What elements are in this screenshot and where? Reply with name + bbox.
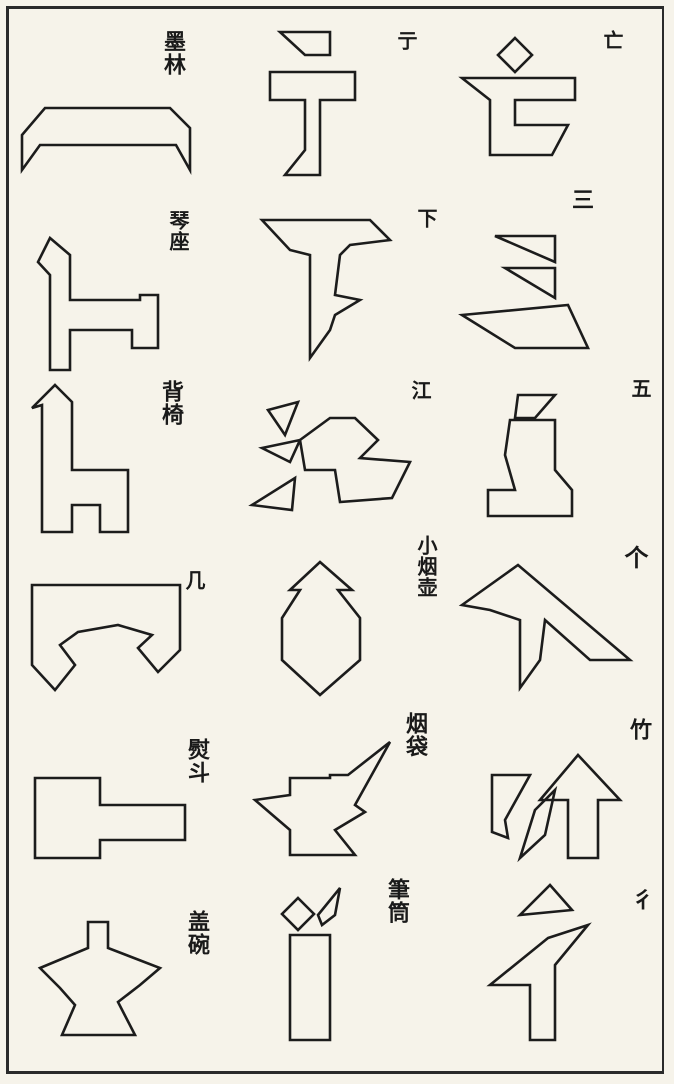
figure-yanhu <box>282 562 360 695</box>
label-xia: 下 <box>416 208 436 229</box>
label-jiang: 江 <box>410 380 430 401</box>
figure-xia <box>262 220 390 358</box>
label-xu: 亍 <box>396 30 416 51</box>
figure-san <box>462 236 588 348</box>
figure-jiang <box>252 402 410 510</box>
figure-bitong <box>282 888 340 1040</box>
figure-gaiyan <box>40 922 160 1035</box>
label-wu: 五 <box>630 378 650 399</box>
label-beiyi: 背椅 <box>160 380 182 426</box>
figure-wu <box>488 395 572 516</box>
figure-yandai <box>255 742 390 855</box>
label-chi: 彳 <box>630 888 652 911</box>
label-gaiyan: 盖碗 <box>186 910 208 956</box>
label-san: 三 <box>570 188 592 211</box>
figure-zhu <box>492 755 620 858</box>
label-ji: 几 <box>184 570 204 591</box>
figure-qin <box>38 238 158 370</box>
figure-moshu <box>22 108 190 170</box>
label-wang: 亡 <box>602 30 622 51</box>
figure-xu <box>270 32 355 175</box>
label-moshu: 墨林 <box>162 30 184 76</box>
figure-chi <box>490 885 588 1040</box>
label-zhu: 竹 <box>628 718 650 741</box>
figure-ji <box>32 585 180 690</box>
figure-wang <box>462 38 575 155</box>
label-qin: 琴座 <box>168 210 188 252</box>
label-bitong: 筆筒 <box>386 878 408 924</box>
label-yanhu: 小烟壶 <box>416 535 436 598</box>
label-yandai: 烟袋 <box>404 712 426 758</box>
figure-ge <box>462 565 630 688</box>
figure-beiyi <box>32 385 128 532</box>
label-ge: 个 <box>622 545 646 570</box>
label-yundou: 熨斗 <box>186 738 208 784</box>
figure-yundou <box>35 778 185 858</box>
